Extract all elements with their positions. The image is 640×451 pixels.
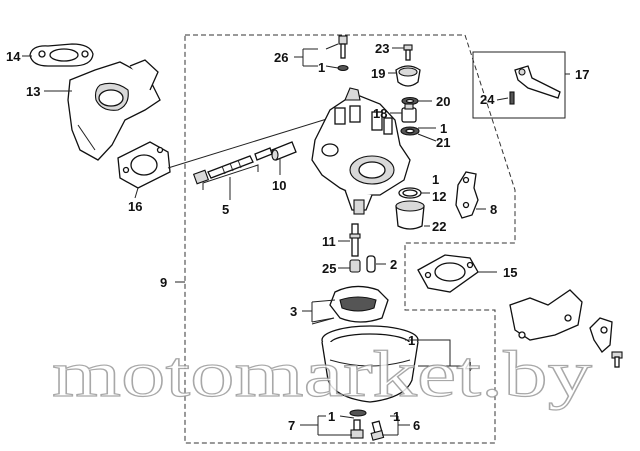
label-part-21: 21 xyxy=(436,135,450,150)
part-3-float xyxy=(311,285,389,325)
label-part-9: 9 xyxy=(160,275,167,290)
label-part-11: 11 xyxy=(322,234,336,249)
label-part-14: 14 xyxy=(6,49,21,64)
label-part-17: 17 xyxy=(575,67,589,82)
label-part-2: 2 xyxy=(390,257,397,272)
part-24-pin xyxy=(509,91,515,105)
inset-box-17 xyxy=(472,51,566,119)
part-21-seal xyxy=(400,126,420,136)
label-part-1-c: 1 xyxy=(432,172,439,187)
label-part-26: 26 xyxy=(274,50,288,65)
callout-labels: 14 13 16 26 1 23 19 20 18 1 21 1 12 22 8… xyxy=(6,41,589,433)
label-part-15: 15 xyxy=(503,265,517,280)
label-part-3: 3 xyxy=(290,304,297,319)
leader-lines xyxy=(22,43,570,436)
part-5-pilot-screw xyxy=(192,147,273,185)
label-part-1-a: 1 xyxy=(318,60,325,75)
label-part-18: 18 xyxy=(373,106,387,121)
label-part-6: 6 xyxy=(413,418,420,433)
label-part-16: 16 xyxy=(128,199,142,214)
part-22-valve-seat xyxy=(395,200,425,230)
label-part-24: 24 xyxy=(480,92,495,107)
part-23-screw xyxy=(403,44,413,61)
label-part-13: 13 xyxy=(26,84,40,99)
part-16-gasket xyxy=(117,141,171,189)
part-2-pin xyxy=(366,255,376,273)
part-18-valve xyxy=(401,103,417,123)
throttle-bracket xyxy=(509,289,583,341)
part-20-ring xyxy=(401,96,419,106)
part-11-nozzle xyxy=(349,223,361,257)
part-12-o-ring xyxy=(398,187,422,199)
label-part-8: 8 xyxy=(490,202,497,217)
assembly-boundary xyxy=(184,34,516,444)
label-part-7: 7 xyxy=(288,418,295,433)
part-10-jet xyxy=(271,141,297,161)
part-17-lever xyxy=(514,65,561,99)
label-part-5: 5 xyxy=(222,202,229,217)
label-part-4: 4 xyxy=(465,359,473,374)
part-25-jet xyxy=(349,259,361,273)
label-part-10: 10 xyxy=(272,178,286,193)
label-part-25: 25 xyxy=(322,261,336,276)
part-26-screw xyxy=(337,35,349,72)
throttle-lever xyxy=(589,317,623,368)
label-part-20: 20 xyxy=(436,94,450,109)
part-13-insulator-bracket xyxy=(67,59,161,161)
label-part-1-f: 1 xyxy=(393,409,400,424)
label-part-12: 12 xyxy=(432,189,446,204)
label-part-1-e: 1 xyxy=(328,409,335,424)
part-4-float-bowl xyxy=(321,325,419,417)
label-part-1-b: 1 xyxy=(440,121,447,136)
label-part-1-d: 1 xyxy=(408,333,415,348)
part-7-bolt xyxy=(350,419,364,439)
part-6-drain-screw xyxy=(370,420,385,441)
watermark-text: motomarket.by xyxy=(52,338,592,411)
part-15-gasket xyxy=(417,254,479,293)
label-part-23: 23 xyxy=(375,41,389,56)
carburetor-body xyxy=(311,87,411,215)
label-part-22: 22 xyxy=(432,219,446,234)
part-14-gasket xyxy=(29,43,94,67)
part-8-bracket xyxy=(455,171,479,219)
label-part-19: 19 xyxy=(371,66,385,81)
part-19-cap xyxy=(395,65,421,87)
